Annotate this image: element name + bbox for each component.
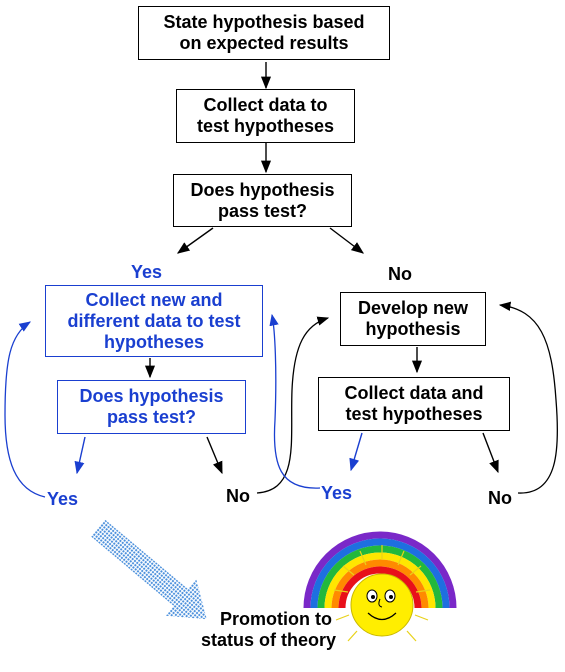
- gradient-arrow-icon: [90, 519, 207, 620]
- yes-label-top: Yes: [131, 262, 163, 282]
- pass-test-box-2: Does hypothesis pass test?: [57, 380, 246, 434]
- collect-new-line2: different data to test: [67, 310, 241, 331]
- arrow-collecttest-to-no: [482, 432, 499, 474]
- state-hypothesis-line2: on expected results: [179, 33, 349, 53]
- promotion-line1: Promotion to: [220, 609, 332, 629]
- no-label-top: No: [388, 264, 412, 284]
- pass-test-box-1: Does hypothesis pass test?: [173, 174, 352, 227]
- yes-label-right: Yes: [321, 483, 353, 503]
- promotion-line2: status of theory: [201, 630, 337, 650]
- arrow-test-to-yes: [176, 227, 214, 254]
- arrow-test2-to-yes: [74, 436, 86, 475]
- collect-data-line1: Collect data to: [203, 95, 328, 115]
- promotion-text: Promotion to status of theory: [201, 609, 336, 651]
- collect-data-box: Collect data to test hypotheses: [176, 89, 355, 143]
- state-hypothesis-box: State hypothesis based on expected resul…: [138, 6, 390, 60]
- develop-new-line2: hypothesis: [365, 319, 461, 339]
- arrow-test-to-no: [329, 227, 365, 254]
- loop-yes-to-collectnew: [4, 321, 46, 498]
- pass-test-2-line2: pass test?: [106, 407, 197, 427]
- yes-label-left: Yes: [47, 489, 79, 509]
- loop-yes-to-collectnew-right: [269, 313, 321, 489]
- collect-new-line1: Collect new and: [85, 289, 223, 310]
- state-hypothesis-line1: State hypothesis based: [163, 12, 365, 32]
- loop-no-to-develop: [256, 316, 330, 494]
- develop-new-hypothesis-box: Develop new hypothesis: [340, 292, 486, 346]
- arrow-test2-to-no: [206, 436, 223, 475]
- pass-test-2-line1: Does hypothesis: [79, 386, 224, 406]
- pass-test-1-line1: Does hypothesis: [190, 179, 335, 200]
- pass-test-1-line2: pass test?: [217, 200, 308, 221]
- no-label-right: No: [488, 488, 512, 508]
- collect-new-line3: hypotheses: [103, 331, 204, 352]
- develop-new-line1: Develop new: [357, 298, 469, 318]
- collect-test-line1: Collect data and: [344, 383, 484, 403]
- no-label-middle: No: [226, 486, 250, 506]
- arrow-collecttest-to-yes: [349, 432, 363, 472]
- sun-icon: [333, 545, 431, 642]
- loop-no-to-develop-right: [498, 301, 559, 494]
- collect-data-line2: test hypotheses: [196, 116, 335, 136]
- collect-new-data-box: Collect new and different data to test h…: [45, 285, 263, 357]
- collect-test-line2: test hypotheses: [345, 404, 483, 424]
- collect-and-test-box: Collect data and test hypotheses: [318, 377, 510, 431]
